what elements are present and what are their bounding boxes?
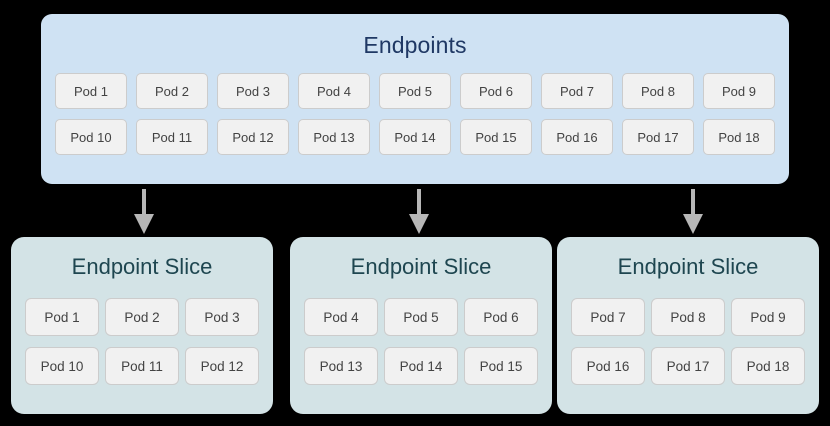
pod-chip[interactable]: Pod 18 bbox=[731, 347, 805, 385]
pod-chip[interactable]: Pod 17 bbox=[651, 347, 725, 385]
endpoints-pod-grid: Pod 1 Pod 2 Pod 3 Pod 4 Pod 5 Pod 6 Pod … bbox=[41, 73, 789, 155]
pod-chip[interactable]: Pod 14 bbox=[379, 119, 451, 155]
pod-chip[interactable]: Pod 9 bbox=[731, 298, 805, 336]
pod-chip[interactable]: Pod 13 bbox=[304, 347, 378, 385]
pod-chip[interactable]: Pod 7 bbox=[541, 73, 613, 109]
endpoint-slice-pod-grid: Pod 7 Pod 8 Pod 9 Pod 16 Pod 17 Pod 18 bbox=[557, 298, 819, 385]
arrow-down-icon-1 bbox=[131, 189, 157, 235]
pod-chip[interactable]: Pod 13 bbox=[298, 119, 370, 155]
pod-chip[interactable]: Pod 15 bbox=[464, 347, 538, 385]
endpoints-title: Endpoints bbox=[363, 32, 467, 58]
endpoint-slice-pod-row: Pod 7 Pod 8 Pod 9 bbox=[571, 298, 805, 336]
endpoints-pod-row: Pod 10 Pod 11 Pod 12 Pod 13 Pod 14 Pod 1… bbox=[55, 119, 775, 155]
pod-chip[interactable]: Pod 5 bbox=[379, 73, 451, 109]
endpoint-slice-pod-row: Pod 4 Pod 5 Pod 6 bbox=[304, 298, 538, 336]
pod-chip[interactable]: Pod 10 bbox=[55, 119, 127, 155]
endpoint-slice-pod-grid: Pod 4 Pod 5 Pod 6 Pod 13 Pod 14 Pod 15 bbox=[290, 298, 552, 385]
pod-chip[interactable]: Pod 11 bbox=[136, 119, 208, 155]
endpoint-slice-box-3: Endpoint Slice Pod 7 Pod 8 Pod 9 Pod 16 … bbox=[557, 237, 819, 414]
arrow-down-icon-2 bbox=[406, 189, 432, 235]
pod-chip[interactable]: Pod 14 bbox=[384, 347, 458, 385]
endpoint-slice-pod-row: Pod 1 Pod 2 Pod 3 bbox=[25, 298, 259, 336]
pod-chip[interactable]: Pod 11 bbox=[105, 347, 179, 385]
pod-chip[interactable]: Pod 7 bbox=[571, 298, 645, 336]
pod-chip[interactable]: Pod 2 bbox=[136, 73, 208, 109]
pod-chip[interactable]: Pod 10 bbox=[25, 347, 99, 385]
pod-chip[interactable]: Pod 18 bbox=[703, 119, 775, 155]
pod-chip[interactable]: Pod 4 bbox=[298, 73, 370, 109]
endpoint-slice-box-1: Endpoint Slice Pod 1 Pod 2 Pod 3 Pod 10 … bbox=[11, 237, 273, 414]
pod-chip[interactable]: Pod 2 bbox=[105, 298, 179, 336]
endpoint-slice-pod-row: Pod 10 Pod 11 Pod 12 bbox=[25, 347, 259, 385]
endpoint-slice-title: Endpoint Slice bbox=[350, 254, 492, 279]
pod-chip[interactable]: Pod 8 bbox=[651, 298, 725, 336]
arrow-down-icon-3 bbox=[680, 189, 706, 235]
pod-chip[interactable]: Pod 3 bbox=[217, 73, 289, 109]
pod-chip[interactable]: Pod 5 bbox=[384, 298, 458, 336]
pod-chip[interactable]: Pod 6 bbox=[464, 298, 538, 336]
pod-chip[interactable]: Pod 1 bbox=[55, 73, 127, 109]
endpoint-slice-title: Endpoint Slice bbox=[617, 254, 759, 279]
pod-chip[interactable]: Pod 16 bbox=[541, 119, 613, 155]
pod-chip[interactable]: Pod 12 bbox=[217, 119, 289, 155]
endpoint-slice-pod-row: Pod 13 Pod 14 Pod 15 bbox=[304, 347, 538, 385]
endpoint-slice-pod-grid: Pod 1 Pod 2 Pod 3 Pod 10 Pod 11 Pod 12 bbox=[11, 298, 273, 385]
pod-chip[interactable]: Pod 4 bbox=[304, 298, 378, 336]
pod-chip[interactable]: Pod 8 bbox=[622, 73, 694, 109]
pod-chip[interactable]: Pod 17 bbox=[622, 119, 694, 155]
pod-chip[interactable]: Pod 3 bbox=[185, 298, 259, 336]
pod-chip[interactable]: Pod 1 bbox=[25, 298, 99, 336]
pod-chip[interactable]: Pod 6 bbox=[460, 73, 532, 109]
endpoint-slice-title: Endpoint Slice bbox=[71, 254, 213, 279]
pod-chip[interactable]: Pod 9 bbox=[703, 73, 775, 109]
endpoint-slice-box-2: Endpoint Slice Pod 4 Pod 5 Pod 6 Pod 13 … bbox=[290, 237, 552, 414]
pod-chip[interactable]: Pod 16 bbox=[571, 347, 645, 385]
pod-chip[interactable]: Pod 12 bbox=[185, 347, 259, 385]
endpoints-box: Endpoints Pod 1 Pod 2 Pod 3 Pod 4 Pod 5 … bbox=[41, 14, 789, 184]
endpoint-slice-pod-row: Pod 16 Pod 17 Pod 18 bbox=[571, 347, 805, 385]
endpoints-pod-row: Pod 1 Pod 2 Pod 3 Pod 4 Pod 5 Pod 6 Pod … bbox=[55, 73, 775, 109]
pod-chip[interactable]: Pod 15 bbox=[460, 119, 532, 155]
